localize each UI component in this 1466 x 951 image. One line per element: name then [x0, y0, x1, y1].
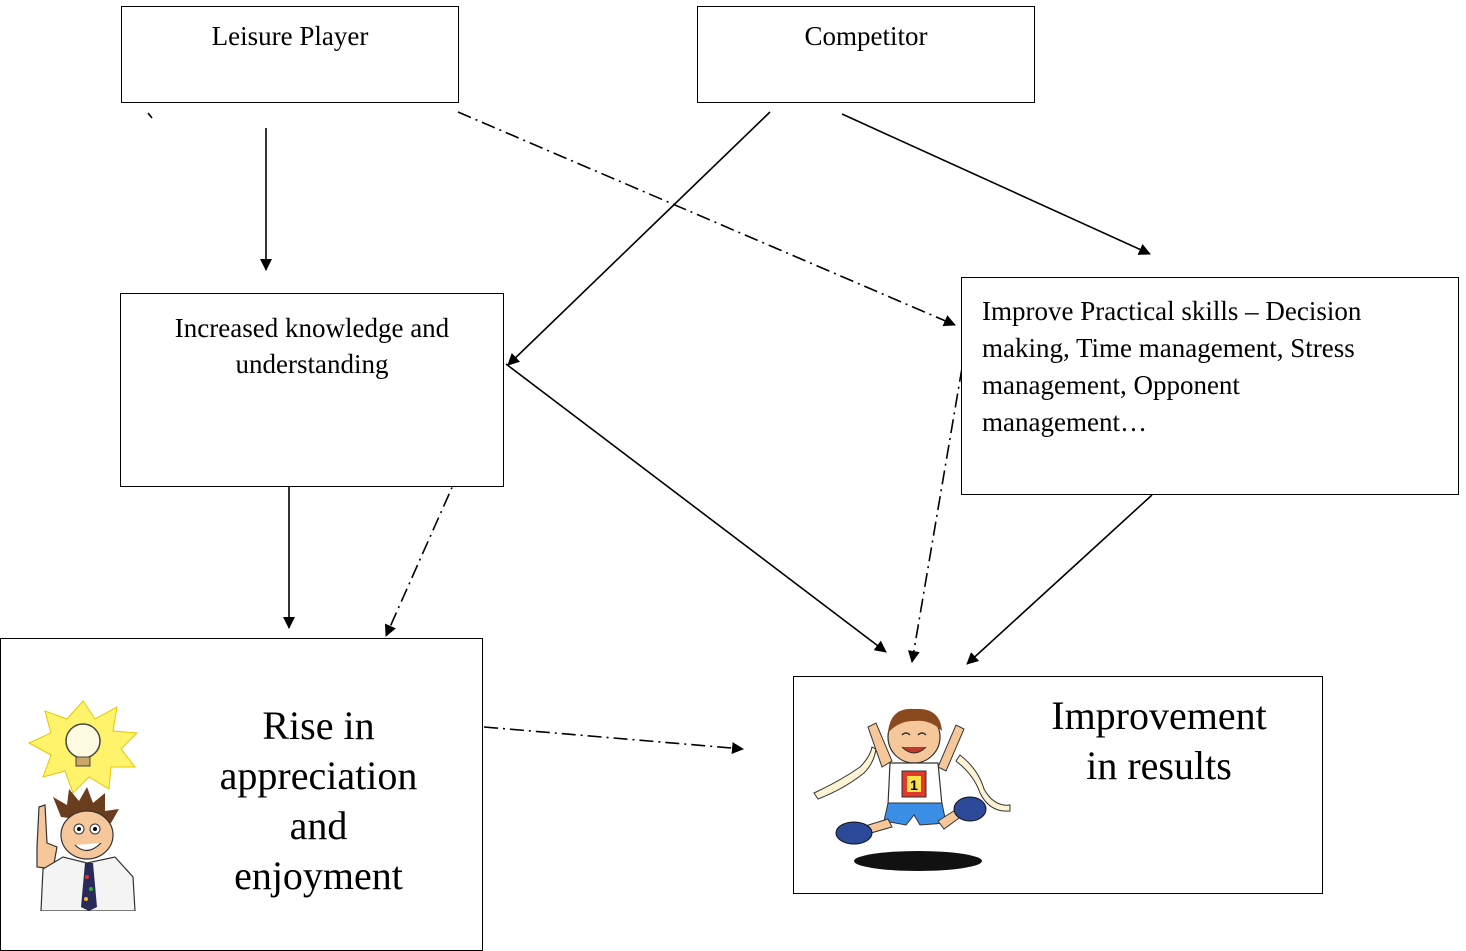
svg-text:1: 1 — [910, 777, 918, 793]
label-line: and — [289, 803, 348, 848]
edge-leisure-skills-dashed — [457, 111, 956, 327]
label-line: appreciation — [219, 753, 418, 798]
edge-skills-results-dashed — [907, 367, 963, 663]
label-line: Increased knowledge and — [174, 313, 450, 343]
label-line: Rise in — [262, 703, 375, 748]
node-label: Competitor — [804, 21, 928, 51]
edge-knowledge-results — [505, 363, 887, 653]
node-label: Leisure Player — [211, 21, 369, 51]
node-increased-knowledge: Increased knowledge and understanding — [120, 293, 504, 487]
node-label: Increased knowledge and understanding — [121, 310, 503, 382]
running-child-winner-icon: 1 — [813, 708, 1011, 871]
edge-competitor-knowledge — [507, 111, 771, 366]
lightbulb-idea-man-icon — [27, 700, 139, 911]
label-line: Improvement — [1051, 693, 1267, 738]
edge-competitor-rise-dashed — [384, 374, 503, 637]
node-label: Improvement in results — [1034, 691, 1284, 791]
edge-competitor-skills — [841, 113, 1151, 255]
label-line: management, Opponent — [982, 370, 1240, 400]
label-line: enjoyment — [234, 853, 403, 898]
node-improvement-in-results: 1 Improvement in results — [793, 676, 1323, 894]
label-line: understanding — [235, 349, 389, 379]
node-leisure-player: Leisure Player — [121, 6, 459, 103]
stray-mark — [147, 112, 153, 119]
node-improve-practical-skills: Improve Practical skills – Decision maki… — [961, 277, 1459, 495]
edge-rise-results-dashed — [483, 726, 744, 755]
label-line: Improve Practical skills – Decision — [982, 296, 1362, 326]
node-rise-in-appreciation: Rise in appreciation and enjoyment — [0, 638, 483, 951]
node-label: Improve Practical skills – Decision maki… — [982, 293, 1444, 441]
edge-skills-results — [966, 494, 1153, 665]
node-label: Rise in appreciation and enjoyment — [201, 701, 436, 901]
label-line: in results — [1086, 743, 1232, 788]
node-competitor: Competitor — [697, 6, 1035, 103]
label-line: making, Time management, Stress — [982, 333, 1355, 363]
label-line: management… — [982, 407, 1147, 437]
